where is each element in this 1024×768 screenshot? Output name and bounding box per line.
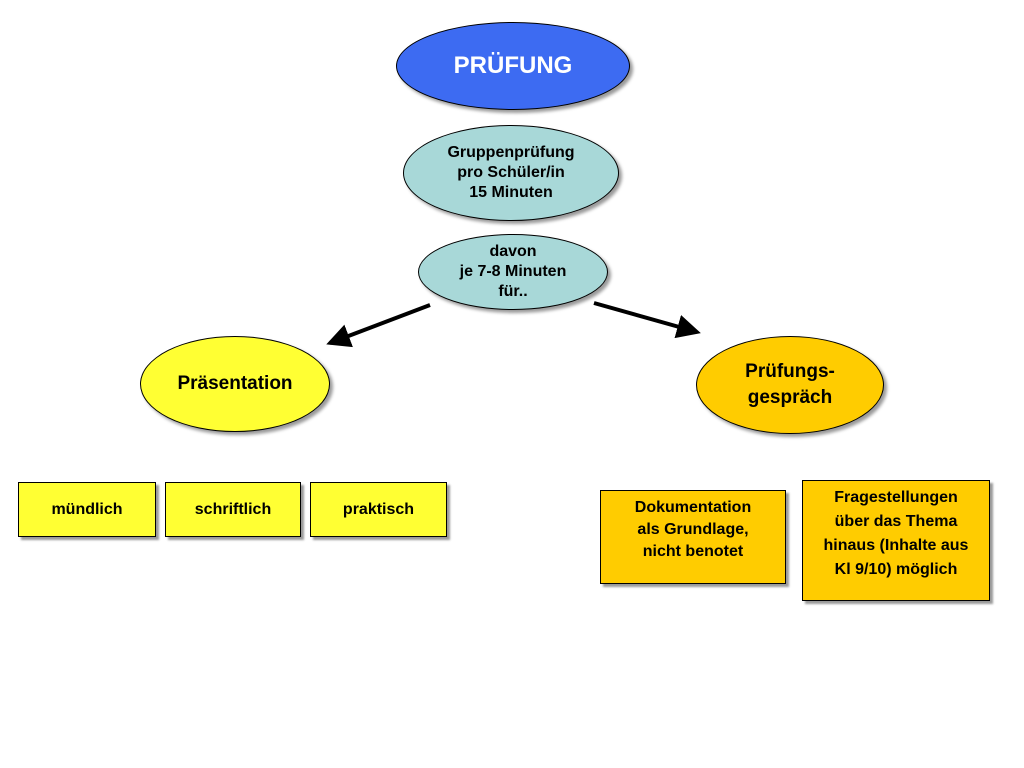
presentation-label: Präsentation (177, 373, 293, 394)
title-text: PRÜFUNG (453, 52, 573, 79)
arrow-to-presentation (326, 303, 431, 348)
form-box-practical: praktisch (310, 482, 447, 537)
exam-talk-label: Prüfungs- gespräch (745, 361, 835, 408)
form-label-practical: praktisch (342, 501, 415, 518)
arrow-to-exam-talk (593, 301, 701, 339)
exam-talk-ellipse: Prüfungs- gespräch (696, 336, 884, 434)
documentation-box: Dokumentation als Grundlage, nicht benot… (600, 490, 786, 584)
group-exam-text: Gruppenprüfung pro Schüler/in 15 Minuten (447, 144, 575, 201)
questions-box: Fragestellungen über das Thema hinaus (I… (802, 480, 990, 601)
form-box-written: schriftlich (165, 482, 301, 537)
title-ellipse: PRÜFUNG (396, 22, 630, 110)
presentation-ellipse: Präsentation (140, 336, 330, 432)
split-text: davon je 7-8 Minuten für.. (459, 243, 567, 300)
form-label-written: schriftlich (194, 501, 272, 518)
form-box-oral: mündlich (18, 482, 156, 537)
questions-text: Fragestellungen über das Thema hinaus (I… (823, 489, 969, 578)
documentation-text: Dokumentation als Grundlage, nicht benot… (634, 499, 752, 560)
group-exam-ellipse: Gruppenprüfung pro Schüler/in 15 Minuten (403, 125, 619, 221)
split-ellipse: davon je 7-8 Minuten für.. (418, 234, 608, 310)
form-label-oral: mündlich (51, 501, 123, 518)
